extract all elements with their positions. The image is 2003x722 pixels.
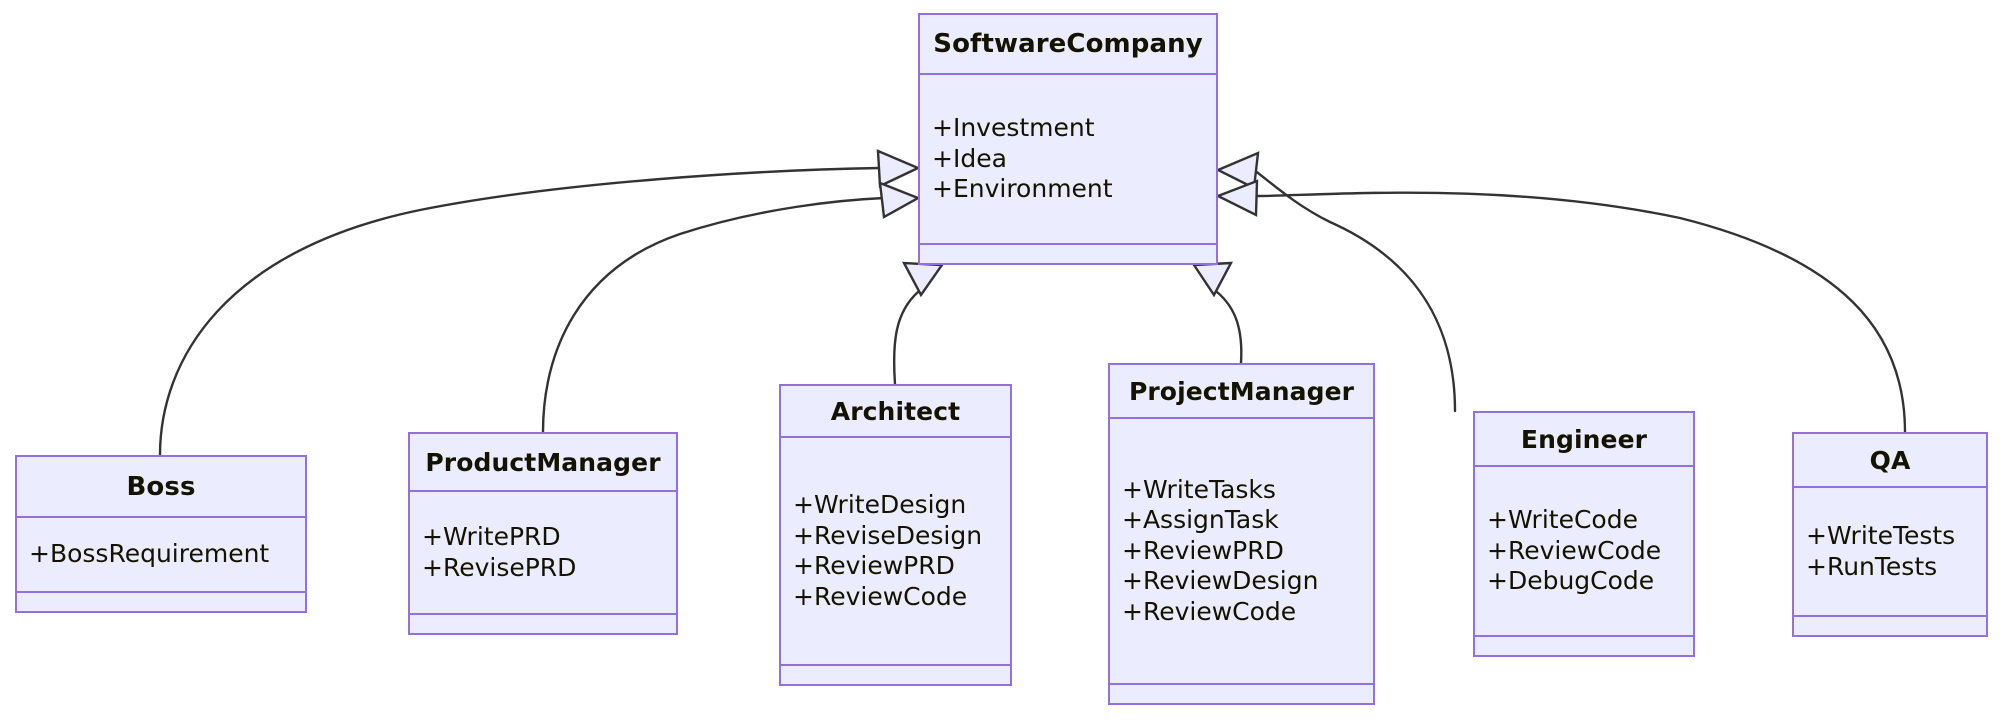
arrowhead-productmanager [878, 181, 921, 219]
class-attribute: +DebugCode [1487, 566, 1655, 596]
class-node-engineer[interactable]: Engineer +WriteCode +ReviewCode +DebugCo… [1473, 411, 1695, 657]
class-title-engineer: Engineer [1520, 424, 1648, 454]
class-node-softwarecompany[interactable]: SoftwareCompany +Investment +Idea +Envir… [918, 13, 1218, 265]
class-attribute: +RevisePRD [422, 552, 577, 582]
class-node-qa[interactable]: QA +WriteTests +RunTests [1792, 432, 1988, 637]
class-attribute: +RunTests [1806, 551, 1938, 581]
class-separator [1794, 615, 1986, 617]
class-methods-projectmanager [1110, 685, 1373, 703]
class-separator [781, 436, 1010, 438]
class-attribute: +Idea [932, 143, 1007, 173]
class-separator [17, 591, 305, 593]
arrowhead-projectmanager [1191, 261, 1234, 298]
edge-boss-to-softwarecompany [158, 166, 882, 457]
class-attribute: +Investment [932, 113, 1095, 143]
class-attribute: +WritePRD [422, 522, 561, 551]
class-title-productmanager: ProductManager [425, 447, 661, 477]
arrowhead-boss [876, 149, 921, 188]
class-attributes-architect: +WriteDesign +ReviseDesign +ReviewPRD +R… [781, 438, 1010, 664]
class-separator [1794, 486, 1986, 488]
class-node-architect[interactable]: Architect +WriteDesign +ReviseDesign +Re… [779, 384, 1012, 686]
class-methods-softwarecompany [920, 245, 1216, 263]
class-attribute: +AssignTask [1122, 505, 1279, 535]
class-attribute: +WriteCode [1487, 505, 1638, 535]
class-node-boss[interactable]: Boss +BossRequirement [15, 455, 307, 613]
class-attributes-softwarecompany: +Investment +Idea +Environment [920, 75, 1216, 243]
class-attribute: +WriteDesign [793, 490, 967, 519]
class-attribute: +ReviewCode [1487, 535, 1662, 565]
class-attribute: +ReviewCode [793, 581, 968, 611]
edge-projectmanager-to-softwarecompany [1215, 290, 1243, 365]
arrowhead-architect [901, 261, 945, 298]
class-title-projectmanager: ProjectManager [1128, 376, 1355, 406]
class-attribute: +ReviewPRD [793, 551, 955, 580]
class-methods-boss [17, 593, 305, 611]
class-separator [781, 664, 1010, 666]
class-node-projectmanager[interactable]: ProjectManager +WriteTasks +AssignTask +… [1108, 363, 1375, 705]
class-attributes-projectmanager: +WriteTasks +AssignTask +ReviewPRD +Revi… [1110, 419, 1373, 683]
class-methods-productmanager [410, 615, 676, 633]
class-attribute: +BossRequirement [29, 539, 270, 569]
class-attributes-engineer: +WriteCode +ReviewCode +DebugCode [1475, 467, 1693, 635]
arrowhead-engineer [1215, 151, 1260, 190]
class-attribute: +Environment [932, 174, 1113, 204]
class-attribute: +ReviewCode [1122, 596, 1297, 626]
class-attributes-boss: +BossRequirement [17, 518, 305, 591]
class-methods-architect [781, 666, 1010, 684]
class-separator [17, 516, 305, 518]
class-attribute: +ReviewPRD [1122, 535, 1284, 565]
class-separator [920, 243, 1216, 245]
class-separator [1110, 683, 1373, 685]
class-separator [1110, 417, 1373, 419]
class-separator [410, 613, 676, 615]
class-methods-qa [1794, 617, 1986, 635]
class-attribute: +WriteTests [1806, 521, 1956, 550]
class-title-boss: Boss [126, 471, 196, 502]
arrowhead-qa [1215, 179, 1259, 217]
class-title-architect: Architect [830, 396, 961, 426]
class-attributes-qa: +WriteTests +RunTests [1794, 488, 1986, 615]
class-attribute: +ReviewDesign [1122, 566, 1319, 596]
class-title-softwarecompany: SoftwareCompany [933, 29, 1203, 59]
edge-architect-to-softwarecompany [892, 290, 920, 386]
class-title-qa: QA [1869, 445, 1911, 475]
class-attribute: +ReviseDesign [793, 520, 983, 550]
class-node-productmanager[interactable]: ProductManager +WritePRD +RevisePRD [408, 432, 678, 635]
class-separator [920, 73, 1216, 75]
class-separator [1475, 635, 1693, 637]
class-methods-engineer [1475, 637, 1693, 655]
class-separator [1475, 465, 1693, 467]
class-attributes-productmanager: +WritePRD +RevisePRD [410, 492, 676, 613]
class-attribute: +WriteTasks [1122, 474, 1276, 504]
class-separator [410, 490, 676, 492]
